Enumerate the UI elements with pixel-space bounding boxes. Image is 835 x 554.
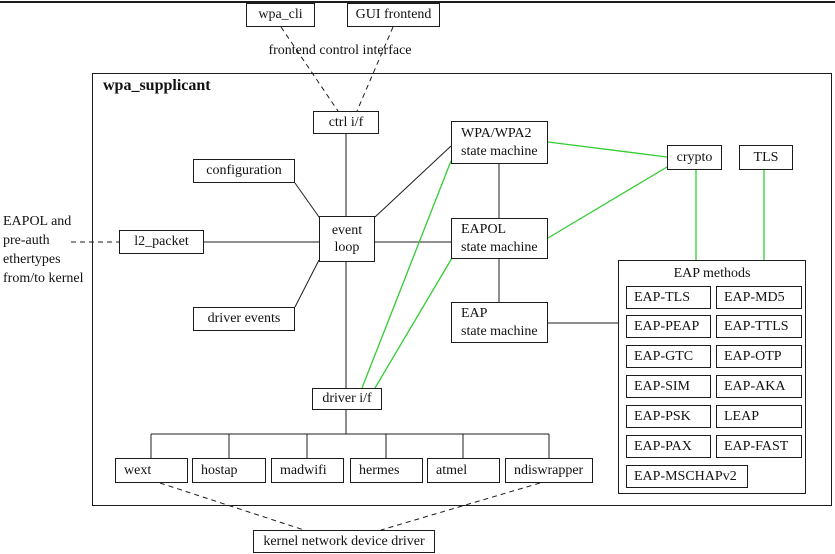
eap-method-chip: EAP-SIM bbox=[626, 375, 711, 398]
note-line-4: from/to kernel bbox=[3, 271, 84, 286]
gui-frontend-label: GUI frontend bbox=[355, 7, 432, 23]
eap-method-chip: EAP-MSCHAPv2 bbox=[626, 465, 748, 488]
driver-events-label: driver events bbox=[207, 311, 281, 327]
wpa-sm-label-1: WPA/WPA2 bbox=[461, 126, 532, 141]
eap-method-chip: LEAP bbox=[716, 405, 802, 428]
driver-ndiswrapper-box: ndiswrapper bbox=[505, 458, 593, 483]
kernel-driver-label: kernel network device driver bbox=[263, 533, 425, 549]
event-loop-label-2: loop bbox=[334, 240, 360, 255]
eap-method-chip: EAP-GTC bbox=[626, 345, 711, 368]
driver-if-box: driver i/f bbox=[312, 388, 382, 410]
note-line-3: ethertypes bbox=[3, 252, 61, 267]
configuration-box: configuration bbox=[193, 159, 295, 183]
note-line-1: EAPOL and bbox=[3, 214, 72, 229]
tls-box: TLS bbox=[739, 145, 793, 170]
driver-wext-box: wext bbox=[115, 458, 188, 483]
note-line-2: pre-auth bbox=[3, 233, 50, 248]
l2-packet-label: l2_packet bbox=[134, 234, 189, 250]
eap-method-chip: EAP-FAST bbox=[716, 435, 802, 458]
wpa-supplicant-title: wpa_supplicant bbox=[103, 77, 211, 94]
ctrl-if-box: ctrl i/f bbox=[313, 111, 379, 134]
frontend-control-interface-note: frontend control interface bbox=[268, 43, 412, 58]
eap-sm-label-1: EAP bbox=[461, 306, 488, 321]
eap-method-chip: EAP-PSK bbox=[626, 405, 711, 428]
wpa-state-machine-box: WPA/WPA2 state machine bbox=[451, 121, 548, 164]
eap-method-chip: EAP-OTP bbox=[716, 345, 802, 368]
wpa-cli-label: wpa_cli bbox=[258, 7, 303, 23]
driver-hermes-box: hermes bbox=[350, 458, 423, 483]
eapol-sm-label-1: EAPOL bbox=[461, 222, 507, 237]
tls-label: TLS bbox=[753, 149, 779, 165]
eapol-state-machine-box: EAPOL state machine bbox=[451, 218, 548, 259]
wpa-supplicant-container-box bbox=[92, 73, 832, 506]
eap-method-chip: EAP-AKA bbox=[716, 375, 802, 398]
event-loop-label-1: event bbox=[331, 222, 363, 238]
eap-methods-title: EAP methods bbox=[673, 266, 751, 281]
l2-packet-box: l2_packet bbox=[119, 230, 204, 254]
kernel-network-device-driver-box: kernel network device driver bbox=[253, 530, 435, 553]
eap-method-chip: EAP-MD5 bbox=[716, 286, 802, 309]
driver-if-label: driver i/f bbox=[322, 391, 372, 407]
green-connectors bbox=[361, 141, 765, 389]
black-connectors bbox=[150, 134, 618, 458]
crypto-box: crypto bbox=[667, 145, 722, 170]
gui-frontend-box: GUI frontend bbox=[347, 3, 440, 27]
wpa-cli-box: wpa_cli bbox=[246, 3, 315, 27]
event-loop-box: event loop bbox=[319, 216, 375, 262]
driver-events-box: driver events bbox=[193, 307, 295, 331]
configuration-label: configuration bbox=[206, 163, 282, 179]
driver-hostap-box: hostap bbox=[192, 458, 266, 483]
wpa-sm-label-2: state machine bbox=[461, 143, 538, 159]
eapol-sm-label-2: state machine bbox=[461, 239, 538, 255]
crypto-label: crypto bbox=[676, 149, 713, 165]
ctrl-if-label: ctrl i/f bbox=[328, 114, 364, 130]
eap-method-chip: EAP-TLS bbox=[626, 286, 711, 309]
eap-methods-group-box: EAP methods EAP-TLS EAP-MD5 EAP-PEAP EAP… bbox=[618, 260, 806, 494]
driver-atmel-box: atmel bbox=[427, 458, 500, 483]
eap-method-chip: EAP-TTLS bbox=[716, 315, 802, 338]
driver-madwifi-box: madwifi bbox=[271, 458, 344, 483]
eap-method-chip: EAP-PEAP bbox=[626, 315, 711, 338]
eap-method-chip: EAP-PAX bbox=[626, 435, 711, 458]
kernel-ethertypes-note: EAPOL and pre-auth ethertypes from/to ke… bbox=[3, 212, 83, 288]
eap-sm-label-2: state machine bbox=[461, 323, 538, 339]
dashed-connectors bbox=[71, 26, 541, 531]
eap-state-machine-box: EAP state machine bbox=[451, 302, 548, 343]
